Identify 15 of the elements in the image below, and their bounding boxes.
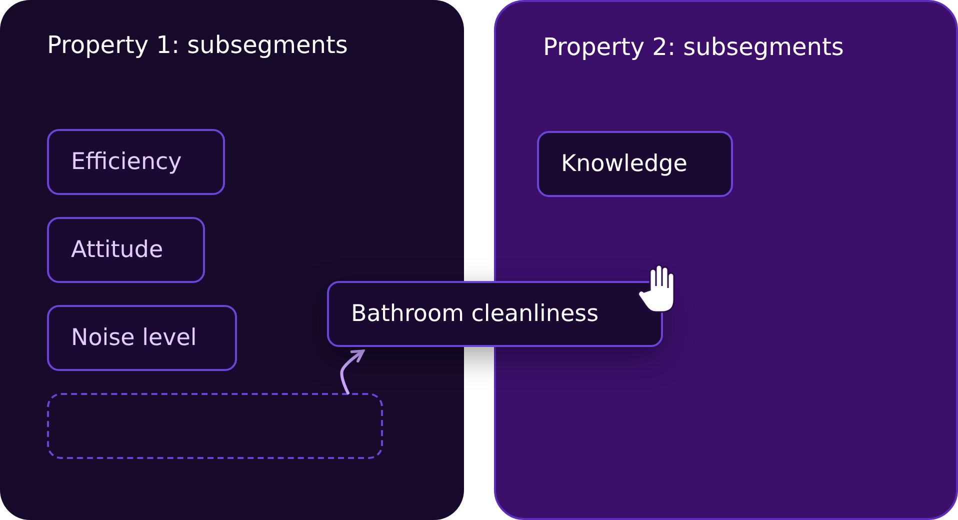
panel-heading: Property 2: subsegments — [543, 33, 844, 61]
tag-label: Efficiency — [71, 149, 182, 175]
panel — [0, 0, 464, 520]
panel-heading: Property 1: subsegments — [47, 31, 348, 59]
tag-chip — [47, 217, 205, 283]
tag-chip — [47, 305, 237, 371]
tag-label: Noise level — [71, 325, 197, 351]
tag-label: Knowledge — [561, 151, 688, 177]
empty-drop-slot — [47, 393, 383, 459]
tag-chip — [537, 131, 733, 197]
tag-chip — [327, 281, 663, 347]
curved-arrow — [340, 350, 364, 394]
tag-chip — [47, 129, 225, 195]
tag-label: Attitude — [71, 237, 164, 263]
tag-label: Bathroom cleanliness — [351, 301, 599, 327]
